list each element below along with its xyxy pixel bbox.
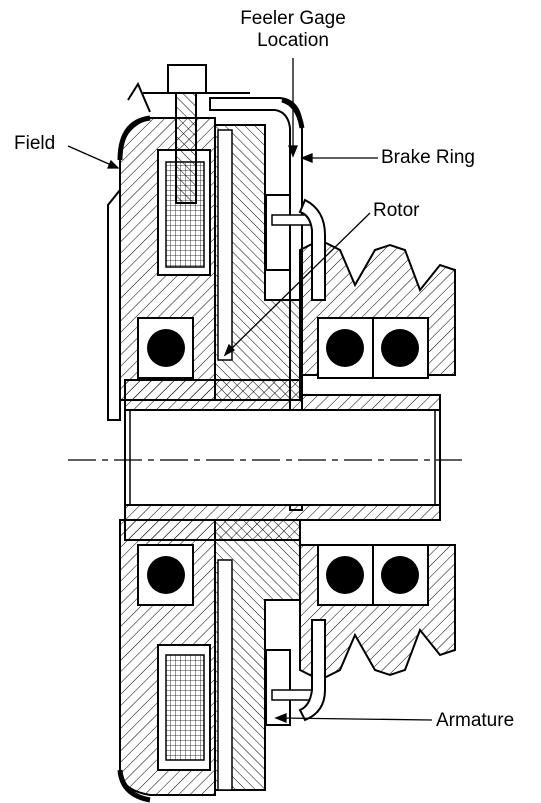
feeler-gage-line1: Feeler Gage <box>240 8 346 29</box>
armature-label: Armature <box>436 710 515 731</box>
hub <box>124 379 441 541</box>
feeler-gage-location-label: Feeler Gage Location <box>218 8 368 52</box>
mounting-bolt <box>127 64 250 204</box>
field-label: Field <box>14 133 56 154</box>
bearings <box>137 317 429 606</box>
rotor <box>214 124 301 791</box>
feeler-gage-line2: Location <box>257 30 329 51</box>
leader-lines <box>67 58 433 723</box>
brake-ring-label: Brake Ring <box>381 147 475 168</box>
armature <box>265 194 326 726</box>
rotor-label: Rotor <box>373 200 420 221</box>
